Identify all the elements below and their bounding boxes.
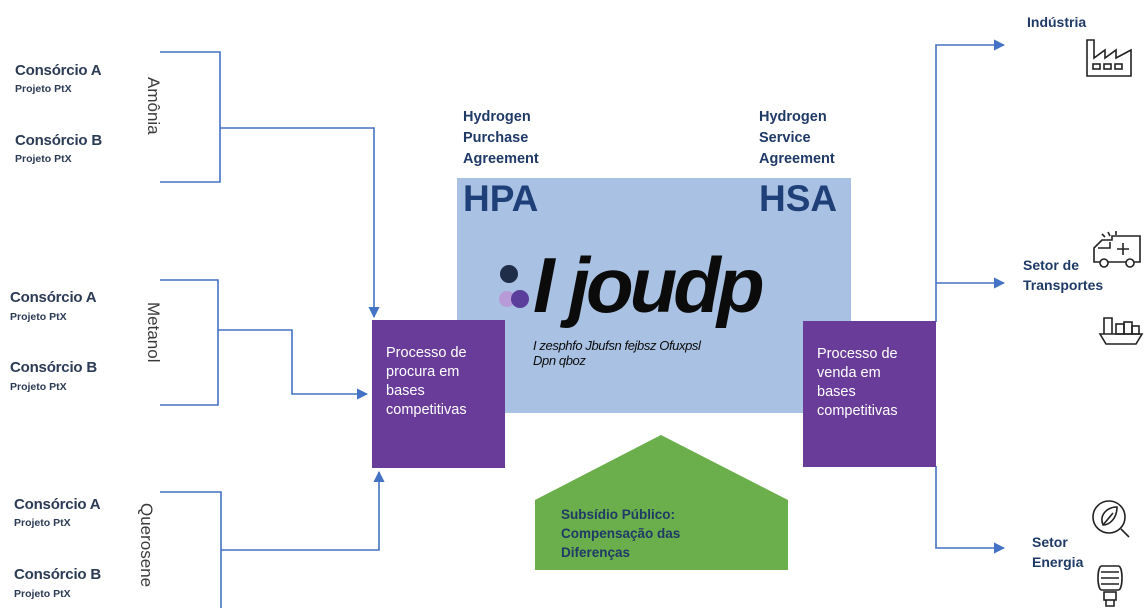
sector-transportes: Setor de Transportes <box>1023 255 1103 295</box>
product-label-metanol: Metanol <box>144 302 163 363</box>
hpa-line: Hydrogen <box>463 109 531 125</box>
product-label-amonia: Amônia <box>144 77 163 135</box>
hsa-description: Hydrogen Service Agreement <box>759 107 835 170</box>
ambulance-icon <box>1093 231 1141 268</box>
hsa-line: Agreement <box>759 151 835 167</box>
process-line: bases <box>386 383 425 399</box>
bracket-metanol <box>160 279 219 406</box>
center-logo-text: I joudp <box>533 241 765 329</box>
sector-energia: Setor Energia <box>1032 532 1083 572</box>
connector-querosene <box>221 470 385 551</box>
hpa-line: Agreement <box>463 151 539 167</box>
procurement-process-box: Processo de procura em bases competitiva… <box>372 320 505 468</box>
subsidy-line: Subsídio Público: <box>561 507 675 522</box>
sector-line: Energia <box>1032 554 1084 570</box>
process-line: competitivas <box>386 402 467 418</box>
sector-line: Indústria <box>1027 14 1087 30</box>
ship-icon <box>1098 317 1144 345</box>
subsidy-text: Subsídio Público: Compensação das Difere… <box>561 505 680 562</box>
consortium-sub: Projeto PtX <box>10 311 67 323</box>
hsa-abbr: HSA <box>759 178 838 219</box>
center-subtitle: I zesphfo Jbufsn fejbsz Ofuxpsl Dpn qboz <box>533 338 701 368</box>
hpa-abbr: HPA <box>463 178 539 219</box>
process-line: bases <box>817 384 856 400</box>
consortium-name: Consórcio B <box>10 359 97 376</box>
center-subtitle-line: Dpn qboz <box>533 353 586 368</box>
process-line: Processo de <box>386 345 467 361</box>
consortium-name: Consórcio B <box>15 132 102 149</box>
sales-process-box: Processo de venda em bases competitivas <box>803 321 936 467</box>
hpa-description: Hydrogen Purchase Agreement <box>463 107 539 170</box>
connector-metanol <box>218 329 369 400</box>
logo-dots-icon <box>499 265 529 308</box>
process-line: procura em <box>386 364 460 380</box>
hpa-line: Purchase <box>463 130 529 146</box>
sector-line: Setor de <box>1023 257 1080 273</box>
consortium-sub: Projeto PtX <box>15 153 72 165</box>
process-line: venda em <box>817 365 881 381</box>
consortium-sub: Projeto PtX <box>14 588 71 600</box>
bracket-querosene <box>160 491 222 608</box>
right-trunk <box>935 39 1006 322</box>
sector-industria: Indústria <box>1027 12 1086 32</box>
process-line: Processo de <box>817 346 898 362</box>
center-subtitle-line: I zesphfo Jbufsn fejbsz Ofuxpsl <box>533 338 701 353</box>
consortium-sub: Projeto PtX <box>10 381 67 393</box>
consortium-name: Consórcio A <box>14 496 101 513</box>
sector-line: Transportes <box>1023 277 1104 293</box>
connector-amonia <box>220 127 380 319</box>
subsidy-line: Compensação das <box>561 526 681 541</box>
subsidy-line: Diferenças <box>561 545 631 560</box>
consortium-sub: Projeto PtX <box>15 83 72 95</box>
consortium-name: Consórcio B <box>14 566 101 583</box>
hsa-line: Service <box>759 130 811 146</box>
lightbulb-icon <box>1097 565 1123 607</box>
connector-energy <box>935 466 1006 554</box>
consortium-name: Consórcio A <box>10 289 97 306</box>
leaf-icon <box>1092 500 1130 538</box>
process-line: competitivas <box>817 403 898 419</box>
consortium-sub: Projeto PtX <box>14 517 71 529</box>
product-label-querosene: Querosene <box>137 503 156 588</box>
hsa-line: Hydrogen <box>759 109 827 125</box>
bracket-amonia <box>160 51 221 183</box>
consortium-name: Consórcio A <box>15 62 102 79</box>
subsidy-shape <box>535 435 788 570</box>
factory-icon <box>1086 39 1132 77</box>
sector-line: Setor <box>1032 534 1068 550</box>
